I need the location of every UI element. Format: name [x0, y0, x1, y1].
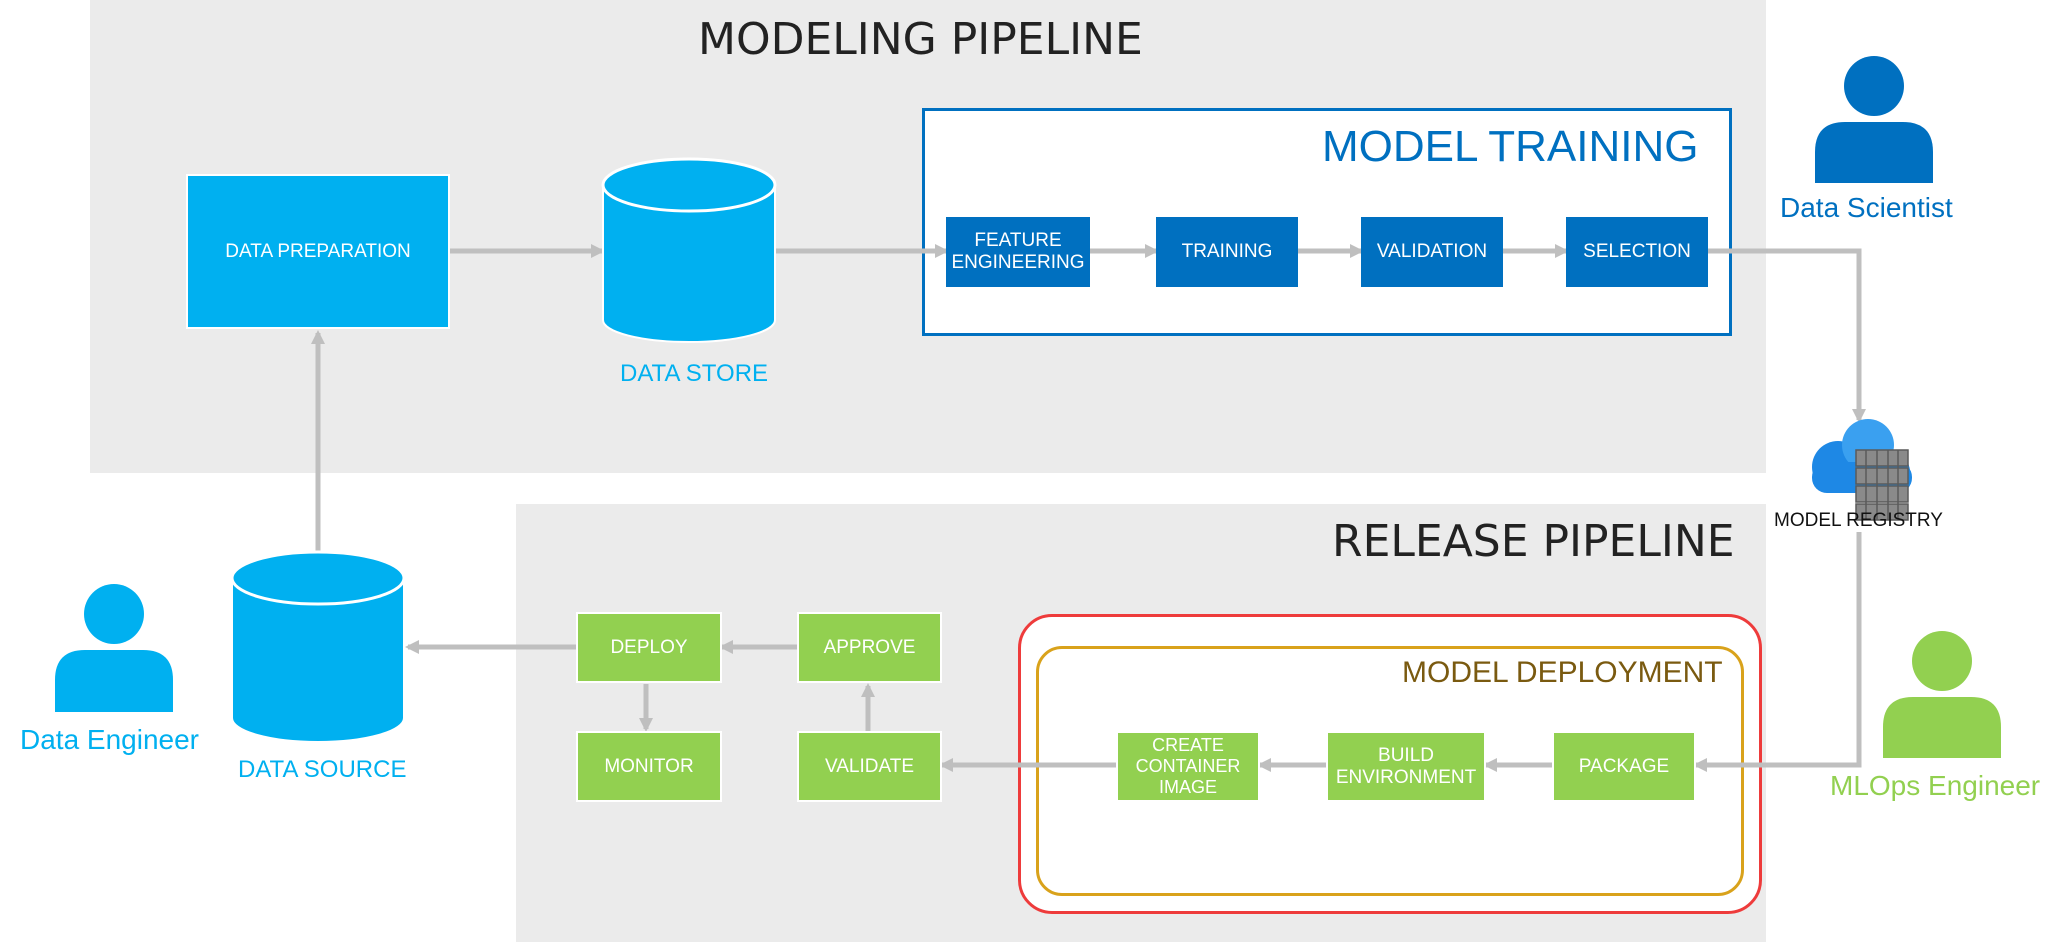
data-engineer-person-icon — [55, 584, 173, 712]
model-registry-cloud-icon — [1812, 419, 1912, 521]
model-deployment-inner-frame — [1036, 646, 1744, 896]
model-training-title: MODEL TRAINING — [1322, 122, 1699, 171]
create-container-image-box[interactable]: CREATE CONTAINER IMAGE — [1116, 731, 1260, 802]
selection-box[interactable]: SELECTION — [1566, 217, 1708, 287]
data-source-cylinder-icon — [230, 550, 406, 743]
feature-engineering-box[interactable]: FEATURE ENGINEERING — [946, 217, 1090, 287]
monitor-box[interactable]: MONITOR — [576, 731, 722, 802]
validate-box[interactable]: VALIDATE — [797, 731, 942, 802]
arrow-selection-to-registry — [1708, 248, 1866, 423]
package-box[interactable]: PACKAGE — [1552, 731, 1696, 802]
data-scientist-label: Data Scientist — [1780, 192, 1953, 223]
validation-box[interactable]: VALIDATION — [1361, 217, 1503, 287]
release-pipeline-title: RELEASE PIPELINE — [1332, 516, 1735, 567]
model-registry-label: MODEL REGISTRY — [1774, 510, 1943, 531]
data-source-label: DATA SOURCE — [238, 756, 407, 783]
mlops-engineer-label: MLOps Engineer — [1830, 770, 2041, 801]
mlops-engineer-person-icon — [1883, 631, 2001, 758]
approve-box[interactable]: APPROVE — [797, 612, 942, 683]
deploy-box[interactable]: DEPLOY — [576, 612, 722, 683]
data-preparation-box[interactable]: DATA PREPARATION — [186, 174, 450, 329]
data-store-cylinder-icon — [601, 157, 777, 343]
data-store-label: DATA STORE — [620, 360, 769, 387]
data-scientist-person-icon — [1815, 56, 1933, 183]
modeling-pipeline-title: MODELING PIPELINE — [698, 14, 1143, 65]
data-engineer-label: Data Engineer — [20, 724, 200, 755]
model-deployment-title: MODEL DEPLOYMENT — [1402, 656, 1723, 689]
training-box[interactable]: TRAINING — [1156, 217, 1298, 287]
build-environment-box[interactable]: BUILD ENVIRONMENT — [1326, 731, 1486, 802]
arrow-registry-to-package — [1693, 532, 1862, 772]
